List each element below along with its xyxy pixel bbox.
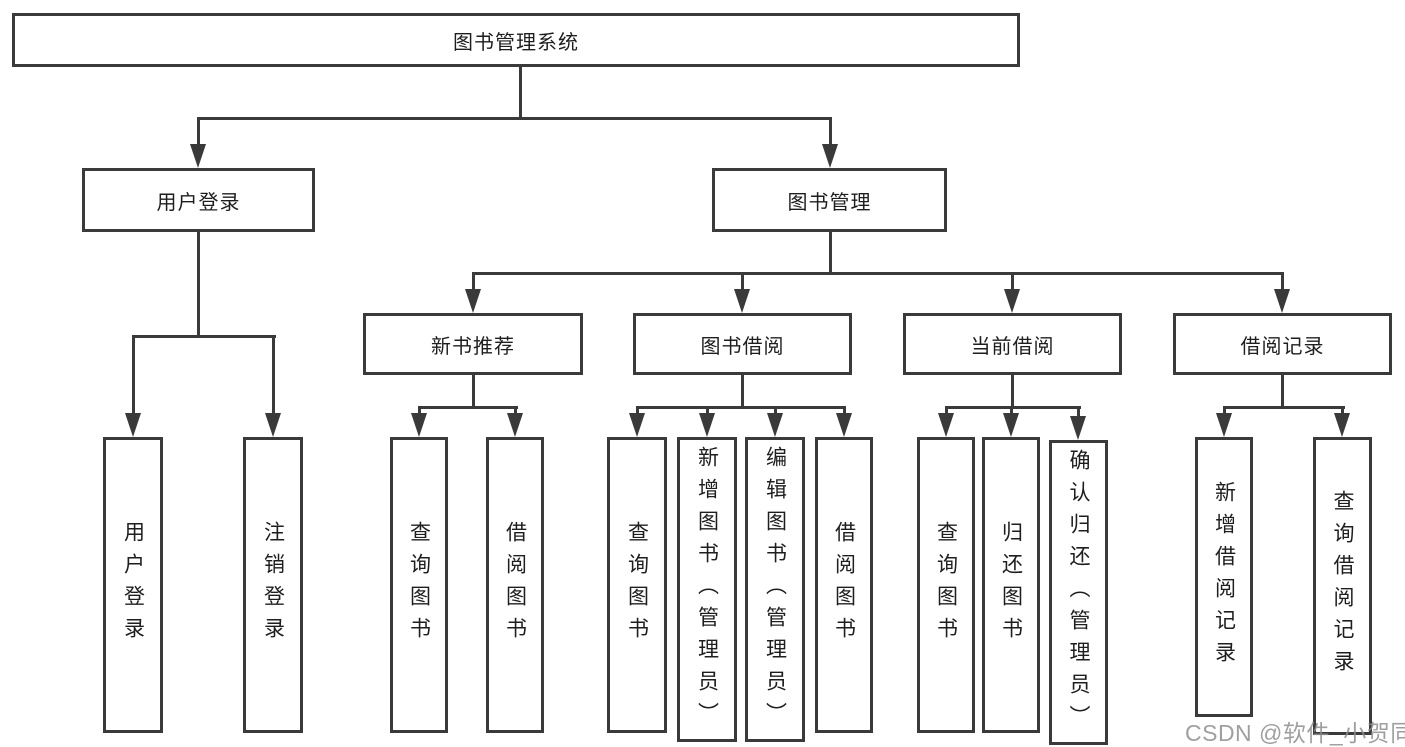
arrow-down-icon	[125, 413, 141, 437]
connector-line	[472, 272, 1284, 275]
node-leaf-query-books: 查询图书	[390, 437, 448, 733]
arrow-down-icon	[699, 413, 715, 437]
arrow-down-icon	[1216, 413, 1232, 437]
connector-line	[1011, 375, 1014, 409]
node-root-system: 图书管理系统	[12, 13, 1020, 67]
node-leaf-user-login: 用户登录	[103, 437, 163, 733]
connector-line	[472, 375, 475, 409]
connector-line	[843, 406, 846, 417]
node-new-book-recommend: 新书推荐	[363, 313, 583, 375]
node-current-borrowing: 当前借阅	[903, 313, 1122, 375]
connector-line	[829, 117, 832, 146]
connector-line	[945, 406, 1081, 409]
node-leaf-query-borrow-record: 查询借阅记录	[1313, 437, 1372, 735]
arrow-down-icon	[265, 413, 281, 437]
node-leaf-logout: 注销登录	[243, 437, 303, 733]
arrow-down-icon	[1334, 413, 1350, 437]
node-leaf-borrow-books: 借阅图书	[815, 437, 873, 733]
arrow-down-icon	[1274, 289, 1290, 313]
node-book-management: 图书管理	[712, 168, 947, 232]
node-leaf-borrow-books: 借阅图书	[486, 437, 544, 733]
connector-line	[514, 406, 517, 417]
arrow-down-icon	[734, 289, 750, 313]
arrow-down-icon	[767, 413, 783, 437]
connector-line	[636, 406, 639, 417]
arrow-down-icon	[1070, 416, 1086, 440]
connector-line	[418, 406, 518, 409]
node-leaf-query-books: 查询图书	[607, 437, 667, 733]
node-leaf-add-books-admin: 新增图书（管理员）	[677, 437, 737, 742]
connector-line	[132, 335, 276, 338]
connector-line	[945, 406, 948, 417]
node-leaf-add-borrow-record: 新增借阅记录	[1195, 437, 1253, 717]
connector-line	[418, 406, 421, 417]
connector-line	[1341, 406, 1344, 417]
connector-line	[1223, 406, 1226, 417]
node-leaf-edit-books-admin: 编辑图书（管理员）	[745, 437, 805, 742]
connector-line	[1010, 406, 1013, 417]
node-leaf-query-books: 查询图书	[917, 437, 975, 733]
arrow-down-icon	[629, 413, 645, 437]
connector-line	[636, 406, 845, 409]
connector-line	[741, 272, 744, 291]
connector-line	[1011, 272, 1014, 291]
connector-line	[197, 117, 200, 146]
csdn-watermark: CSDN @软件_小贺同学	[1185, 720, 1405, 746]
node-borrowing-records: 借阅记录	[1173, 313, 1392, 375]
node-user-login: 用户登录	[82, 168, 315, 232]
arrow-down-icon	[822, 144, 838, 168]
connector-line	[197, 117, 832, 120]
connector-line	[197, 232, 200, 338]
node-leaf-return-books: 归还图书	[982, 437, 1040, 733]
arrow-down-icon	[1003, 413, 1019, 437]
node-book-borrowing: 图书借阅	[633, 313, 852, 375]
arrow-down-icon	[411, 413, 427, 437]
connector-line	[1223, 406, 1345, 409]
arrow-down-icon	[507, 413, 523, 437]
arrow-down-icon	[938, 413, 954, 437]
connector-line	[132, 335, 135, 417]
connector-line	[774, 406, 777, 417]
connector-line	[741, 375, 744, 409]
connector-line	[272, 335, 275, 417]
connector-line	[1077, 406, 1080, 419]
connector-line	[1281, 272, 1284, 291]
connector-line	[1281, 375, 1284, 409]
connector-line	[706, 406, 709, 417]
arrow-down-icon	[190, 144, 206, 168]
arrow-down-icon	[1004, 289, 1020, 313]
connector-line	[519, 67, 522, 120]
arrow-down-icon	[465, 289, 481, 313]
connector-line	[829, 232, 832, 275]
connector-line	[472, 272, 475, 291]
node-leaf-confirm-return-admin: 确认归还（管理员）	[1049, 440, 1108, 745]
arrow-down-icon	[836, 413, 852, 437]
